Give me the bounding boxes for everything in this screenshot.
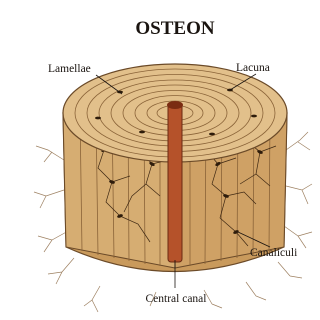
central-canal <box>167 101 183 262</box>
label-canaliculi: Canaliculi <box>250 247 297 259</box>
label-lacuna: Lacuna <box>236 62 270 74</box>
diagram-title: OSTEON <box>135 18 214 39</box>
label-central-canal: Central canal <box>146 293 207 305</box>
label-lamellae: Lamellae <box>48 63 91 75</box>
